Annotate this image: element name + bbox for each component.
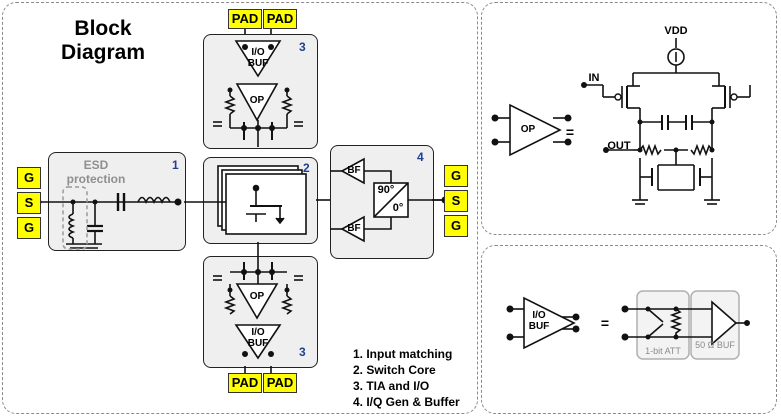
legend: 1. Input matching 2. Switch Core 3. TIA … <box>353 346 460 410</box>
pad-top-left: PAD <box>228 9 262 29</box>
legend-item-3: 3. TIA and I/O <box>353 379 430 393</box>
vdd-label: VDD <box>664 25 688 37</box>
pad-top-right: PAD <box>263 9 297 29</box>
buf-panel-io-line-1: I/O <box>532 310 546 321</box>
buf-panel-equals: = <box>600 315 610 331</box>
buf-panel-io-line-2: BUF <box>528 321 550 332</box>
esd-label: ESD protection <box>60 158 132 186</box>
block-number-1: 1 <box>172 158 179 172</box>
buf-panel-io-label: I/O BUF <box>526 310 552 332</box>
legend-item-1: 1. Input matching <box>353 347 453 361</box>
buf-50-text: 50 Ω BUF <box>695 340 735 350</box>
top-op-label: OP <box>249 95 265 106</box>
esd-label-line-2: protection <box>66 172 126 186</box>
pad-bottom-right: PAD <box>263 373 297 393</box>
out-label: OUT <box>607 140 631 152</box>
pad-bottom-left: PAD <box>228 373 262 393</box>
op-panel-op-label: OP <box>520 124 536 135</box>
op-panel-equals: = <box>565 124 575 140</box>
gsg-left-s: S <box>17 192 41 214</box>
title-line-2: Diagram <box>60 41 146 64</box>
phase-0-label: 0° <box>392 202 404 214</box>
gsg-left-g1: G <box>17 167 41 189</box>
bottom-io-buf-line-2: BUF <box>247 338 269 349</box>
block-number-3-top: 3 <box>299 40 306 54</box>
bf-bottom-label: BF <box>347 223 361 234</box>
bottom-io-buf-label: I/O BUF <box>244 327 272 349</box>
top-io-buf-line-2: BUF <box>247 58 269 69</box>
in-label: IN <box>588 72 600 84</box>
esd-label-line-1: ESD <box>83 158 109 172</box>
top-io-buf-line-1: I/O <box>251 47 265 58</box>
top-io-buf-label: I/O BUF <box>244 47 272 69</box>
legend-item-2: 2. Switch Core <box>353 363 436 377</box>
gsg-right-s: S <box>444 190 468 212</box>
att-label: 1-bit ATT <box>645 346 681 356</box>
bottom-io-buf-line-1: I/O <box>251 327 265 338</box>
block-number-2: 2 <box>303 161 310 175</box>
bottom-op-label: OP <box>249 291 265 302</box>
gsg-right-g1: G <box>444 165 468 187</box>
bf-top-label: BF <box>347 165 361 176</box>
block-number-3-bottom: 3 <box>299 345 306 359</box>
legend-item-4: 4. I/Q Gen & Buffer <box>353 395 460 409</box>
gsg-left-g2: G <box>17 217 41 239</box>
title-line-1: Block <box>74 17 132 40</box>
gsg-right-g2: G <box>444 215 468 237</box>
buf-50-label: 50 Ω BUF <box>691 340 739 350</box>
phase-90-label: 90° <box>377 184 395 196</box>
page-title: Block Diagram <box>48 17 158 65</box>
block-number-4: 4 <box>417 150 424 164</box>
